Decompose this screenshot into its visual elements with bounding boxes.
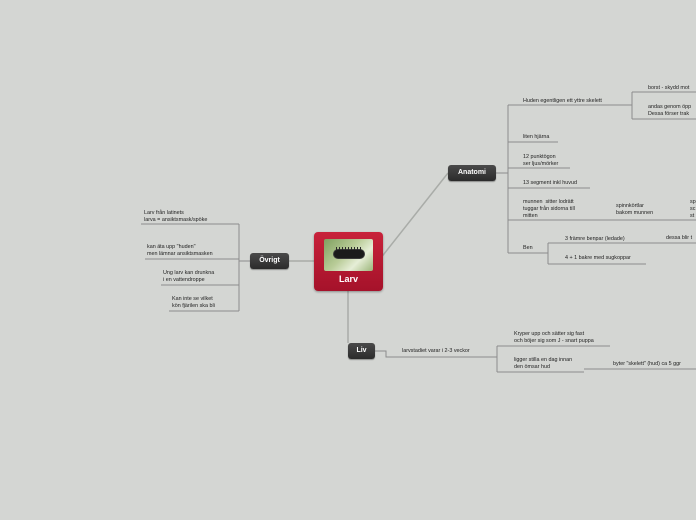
subtopic-kryper-upp[interactable]: Kryper upp och sätter sig fast och böjer…	[514, 331, 594, 344]
subtopic-spinnkortlar[interactable]: spinnkörtlar bakom munnen	[616, 203, 654, 216]
subtopic-larvstadiet[interactable]: larvstadiet varar i 2-3 veckor	[402, 348, 470, 354]
subtopic-drunkna[interactable]: Ung larv kan drunkna i en vattendroppe	[163, 270, 215, 283]
subtopic-ben[interactable]: Ben	[523, 245, 533, 251]
subtopic-huden-skelett[interactable]: Huden egentligen ett yttre skelett	[523, 98, 602, 104]
subtopic-dessa-blir[interactable]: dessa blir t	[666, 235, 693, 241]
subtopic-spinn-cut[interactable]: sp sc st	[690, 199, 696, 219]
subtopic-andas[interactable]: andas genom öpp Dessa förser trak	[648, 104, 692, 117]
subtopic-hjarna[interactable]: liten hjärna	[523, 134, 550, 140]
subtopic-byter-skelett[interactable]: byter "skelett" (hud) ca 5 ggr	[613, 361, 681, 367]
subtopic-kon[interactable]: Kan inte se vilket kön fjärilen ska bli	[172, 296, 215, 309]
subtopic-punktogon[interactable]: 12 punktögon ser ljus/mörker	[523, 154, 559, 167]
topic-liv[interactable]: Liv	[348, 343, 375, 359]
central-topic-larv[interactable]: Larv	[314, 232, 383, 291]
subtopic-ligger-stilla[interactable]: ligger stilla en dag innan den ömsar hud	[514, 357, 573, 370]
topic-anatomi[interactable]: Anatomi	[448, 165, 496, 181]
caterpillar-image	[324, 239, 373, 271]
subtopic-latinets[interactable]: Larv från latinets larva = ansiktsmask/s…	[144, 210, 208, 223]
topic-ovrigt[interactable]: Övrigt	[250, 253, 289, 269]
subtopic-segment[interactable]: 13 segment inkl huvud	[523, 180, 577, 186]
caterpillar-shape	[334, 247, 364, 258]
central-topic-label: Larv	[338, 274, 358, 284]
subtopic-framre-benpar[interactable]: 3 främre benpar (ledade)	[565, 236, 625, 242]
subtopic-bakre-benpar[interactable]: 4 + 1 bakre med sugkoppar	[565, 255, 631, 261]
subtopic-munnen[interactable]: munnen sitter lodrätt tuggar från sidorn…	[523, 199, 575, 219]
subtopic-borst[interactable]: borst - skydd mot	[648, 85, 690, 91]
subtopic-ata-huden[interactable]: kan äta upp "huden" men lämnar ansiktsma…	[147, 244, 213, 257]
